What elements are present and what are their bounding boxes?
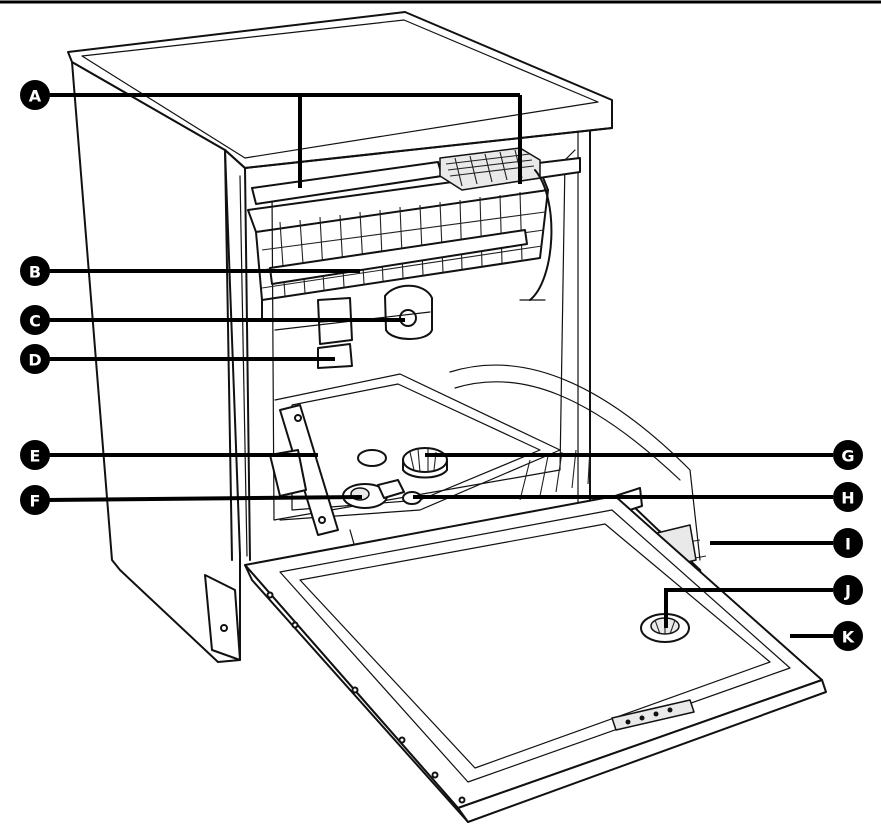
lower-spray-arm xyxy=(279,404,339,536)
badge-d xyxy=(20,344,50,374)
badge-c xyxy=(20,305,50,335)
leader-a xyxy=(47,93,522,188)
badge-b xyxy=(20,256,50,286)
badge-j xyxy=(833,575,863,605)
leader-j xyxy=(664,588,833,628)
control-strip xyxy=(611,699,695,731)
callout-g: G xyxy=(833,440,863,470)
badge-k xyxy=(833,621,863,651)
badge-f xyxy=(20,485,50,515)
dishwasher-illustration xyxy=(67,11,827,823)
door xyxy=(204,495,827,823)
badge-i-letter: I xyxy=(845,535,851,554)
callout-i: I xyxy=(833,528,863,558)
filter xyxy=(342,479,405,509)
badge-e xyxy=(20,440,50,470)
hinge-plate xyxy=(204,574,241,661)
tub-frame xyxy=(224,149,233,561)
callout-d: D xyxy=(20,344,50,374)
upper-rail-left xyxy=(251,161,443,205)
badge-j-letter: J xyxy=(844,582,851,601)
leader-f xyxy=(46,495,363,502)
callout-h: H xyxy=(833,482,863,512)
badge-h-letter: H xyxy=(841,489,854,508)
badge-b-letter: B xyxy=(29,263,41,282)
badge-h xyxy=(833,482,863,512)
badge-f-letter: F xyxy=(30,492,41,511)
callout-b: B xyxy=(20,256,50,286)
badge-g-letter: G xyxy=(841,447,854,466)
side-panel xyxy=(71,61,241,663)
badge-k-letter: K xyxy=(842,628,855,647)
leader-lines xyxy=(46,93,833,638)
callout-a: A xyxy=(20,80,50,110)
callout-j: J xyxy=(833,575,863,605)
callout-k: K xyxy=(833,621,863,651)
badge-a xyxy=(20,80,50,110)
badge-d-letter: D xyxy=(28,351,41,370)
tub-floor xyxy=(274,373,561,521)
salt-container-cap xyxy=(402,447,448,479)
callout-c: C xyxy=(20,305,50,335)
badge-g xyxy=(833,440,863,470)
callout-f: F xyxy=(20,485,50,515)
callout-e: E xyxy=(20,440,50,470)
badge-a-letter: A xyxy=(29,87,42,106)
badge-c-letter: C xyxy=(29,312,41,331)
badge-i xyxy=(833,528,863,558)
badge-e-letter: E xyxy=(30,447,41,466)
upper-spray-assembly xyxy=(274,284,433,369)
